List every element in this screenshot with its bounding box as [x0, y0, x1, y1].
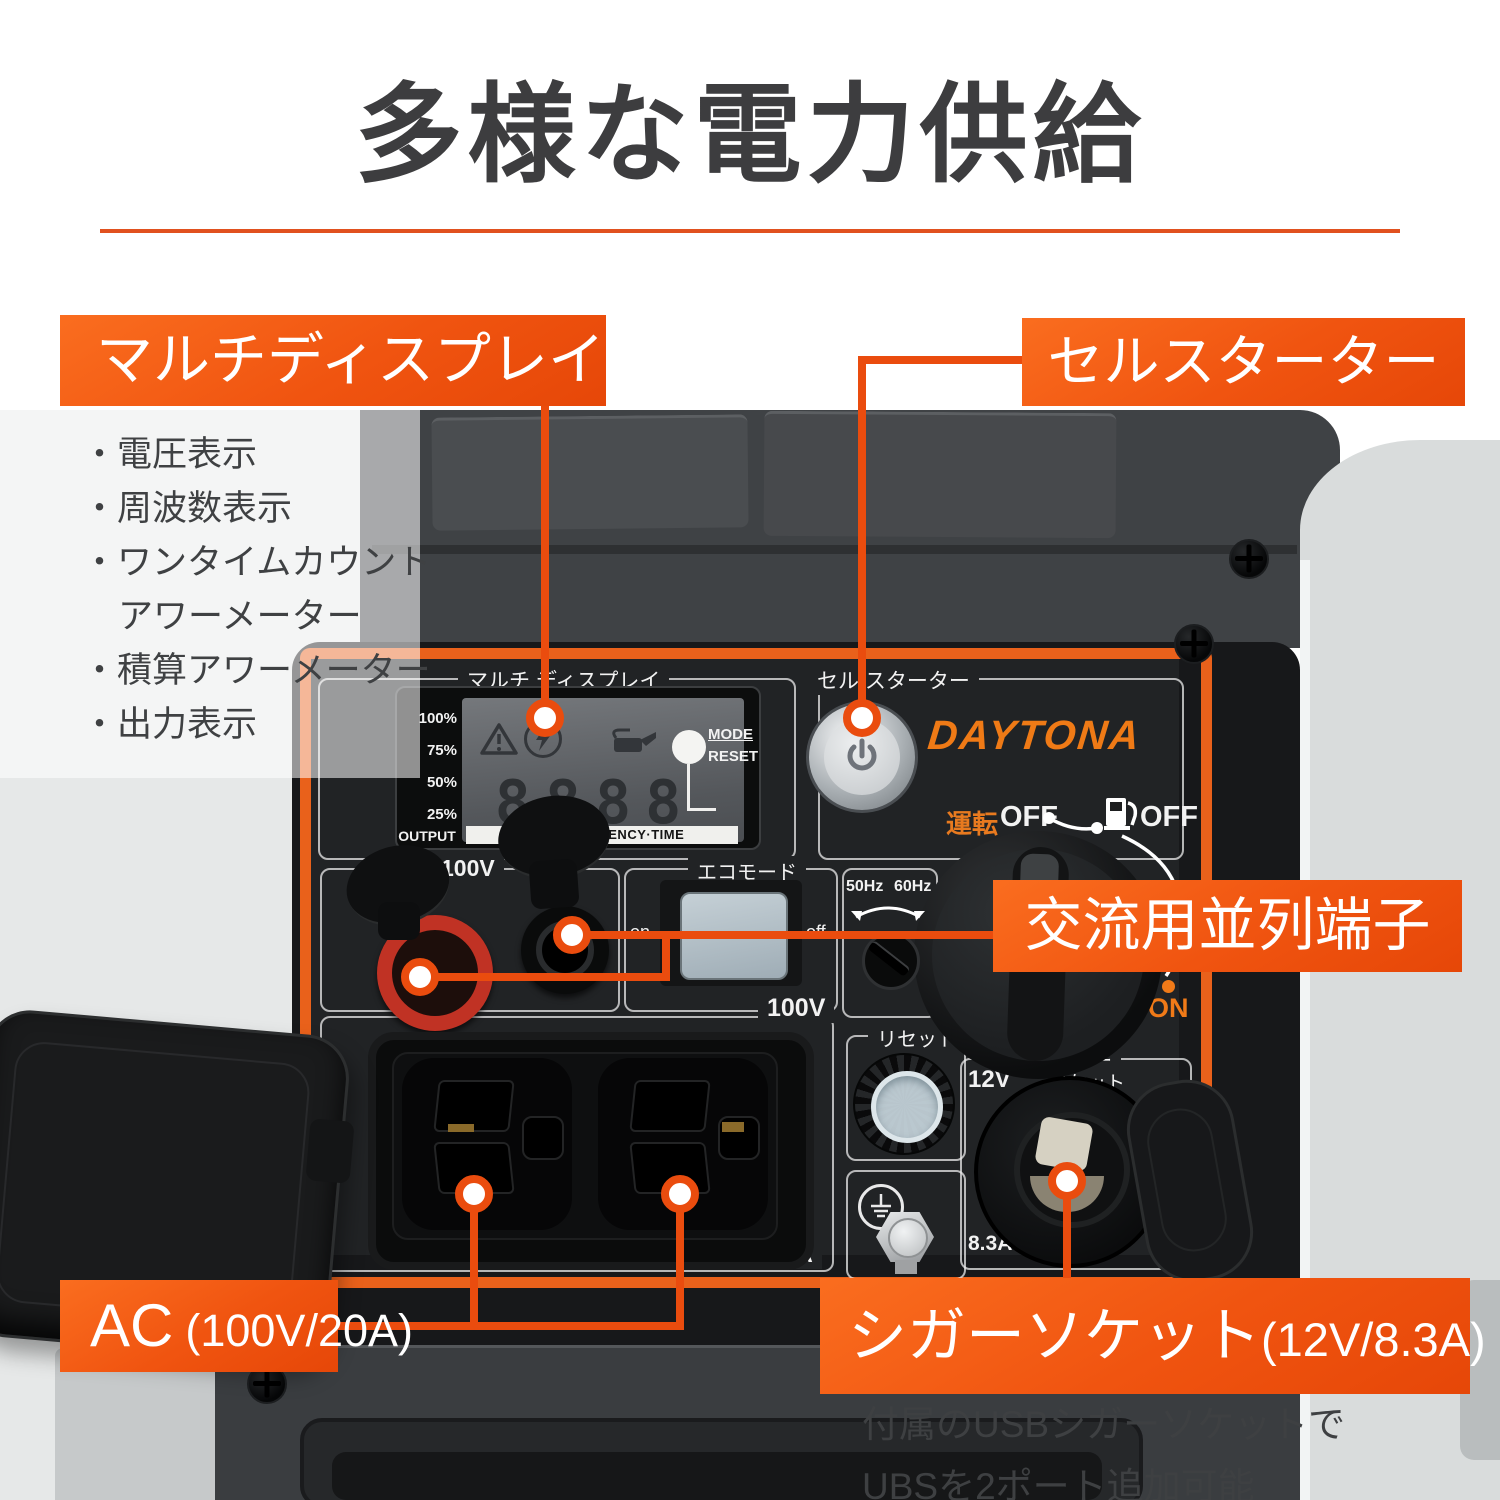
callout-dot-cigar — [1048, 1162, 1086, 1200]
ground-bolt-shaft — [895, 1260, 917, 1274]
right-body-highlight — [1300, 560, 1310, 1500]
freq-60hz-label: 60Hz — [894, 878, 932, 895]
reset-mode-label: RESET — [708, 748, 759, 765]
top-cover-left — [431, 414, 749, 531]
cigar-socket-spec: (12V/8.3A) — [1261, 1313, 1486, 1366]
callout-line-parallel-h2 — [420, 973, 670, 981]
freq-arrow-icon — [851, 906, 925, 921]
callout-dot-parallel-black — [553, 916, 591, 954]
ground-bolt-cap — [888, 1218, 928, 1258]
machine-foot — [55, 1348, 215, 1500]
oil-warning-icon — [612, 728, 656, 752]
on-label: ON — [1148, 993, 1189, 1023]
callout-box-ac-parallel: 交流用並列端子 — [993, 880, 1462, 972]
outlet-voltage-label: 100V — [758, 994, 835, 1023]
brand-logo: DAYTONA — [925, 712, 1144, 758]
output-label: OUTPUT — [398, 828, 456, 844]
load-50-label: 50% — [426, 774, 457, 791]
freq-50hz-label: 50Hz — [846, 878, 884, 895]
outlet-left-ground-hole — [522, 1116, 564, 1160]
switch-on-dot — [1162, 980, 1175, 993]
page-title: 多様な電力供給 — [354, 74, 1146, 195]
top-band-groove — [372, 545, 1297, 554]
reset-button — [871, 1071, 943, 1143]
callout-box-cigar-socket: シガーソケット(12V/8.3A) — [820, 1278, 1486, 1394]
callout-line-cigar-v — [1063, 1181, 1071, 1281]
ac-outlet-spec: (100V/20A) — [185, 1305, 413, 1356]
callout-line-multi-display — [541, 404, 549, 720]
mode-button-pointer-line — [687, 764, 716, 811]
power-icon — [847, 738, 877, 771]
outlet-cover-hinge — [305, 1118, 355, 1184]
callout-dot-outlet-left — [455, 1175, 493, 1213]
callout-dot-outlet-right — [661, 1175, 699, 1213]
callout-line-outlet-h — [337, 1322, 684, 1330]
load-100-label: 100% — [418, 710, 457, 727]
panel-screw-top-right — [1229, 539, 1269, 579]
outlet-right-slot-top — [629, 1080, 711, 1132]
callout-box-ac-outlet: AC(100V/20A) — [60, 1280, 413, 1372]
fuel-off-label: OFF — [1140, 801, 1198, 833]
mode-label: MODE — [708, 726, 753, 743]
outlet-left-slot-top — [433, 1080, 515, 1132]
callout-box-cell-starter: セルスターター — [1022, 318, 1465, 406]
callout-dot-cell-starter — [843, 699, 881, 737]
lower-vent-inner — [332, 1452, 1102, 1500]
feature-hour-meter: アワーメーター — [118, 597, 362, 636]
note-line-2: UBSを2ポート追加可能 — [862, 1466, 1255, 1500]
cigar-socket-label: シガーソケット — [848, 1303, 1262, 1369]
note-line-1: 付属のUSBシガーソケットで — [862, 1404, 1346, 1445]
callout-box-multi-display: マルチディスプレイ — [60, 315, 606, 406]
feature-total-hour-meter: ・積算アワーメーター — [82, 651, 431, 690]
feature-output: ・出力表示 — [82, 705, 258, 744]
outlet-right-contact — [722, 1122, 744, 1132]
feature-voltage: ・電圧表示 — [82, 435, 258, 474]
terminal-cap-red-stem — [378, 902, 420, 940]
ac-outlet-label: AC — [90, 1292, 174, 1359]
load-75-label: 75% — [426, 742, 457, 759]
callout-line-outlet-right-v — [676, 1194, 684, 1330]
callout-dot-parallel-red — [401, 958, 439, 996]
fuel-pump-icon — [1104, 798, 1138, 830]
top-cover-right — [763, 410, 1117, 539]
panel-screw-right — [1174, 624, 1214, 664]
run-label: 運転 — [946, 809, 999, 839]
title-divider — [100, 229, 1400, 233]
callout-line-cell-starter-v — [858, 356, 866, 720]
warning-icon — [480, 723, 518, 755]
feature-list: ・電圧表示 ・周波数表示 ・ワンタイムカウント アワーメーター ・積算アワーメー… — [82, 428, 431, 752]
feature-frequency: ・周波数表示 — [82, 489, 293, 528]
cell-starter-section-label: セル スターター — [808, 665, 979, 695]
feature-onetime-count: ・ワンタイムカウント — [82, 543, 432, 582]
text-backdrop-overlay — [0, 410, 420, 778]
callout-line-outlet-left-v — [470, 1194, 478, 1330]
terminal-cap-black-stem — [528, 858, 580, 910]
callout-line-parallel-h1 — [572, 931, 996, 939]
callout-line-cell-starter-h — [858, 356, 1028, 364]
load-25-label: 25% — [426, 806, 457, 823]
callout-dot-multi-display — [526, 699, 564, 737]
outlet-left-contact — [448, 1124, 474, 1132]
callout-line-parallel-v — [662, 931, 670, 981]
mode-reset-button — [672, 730, 706, 764]
